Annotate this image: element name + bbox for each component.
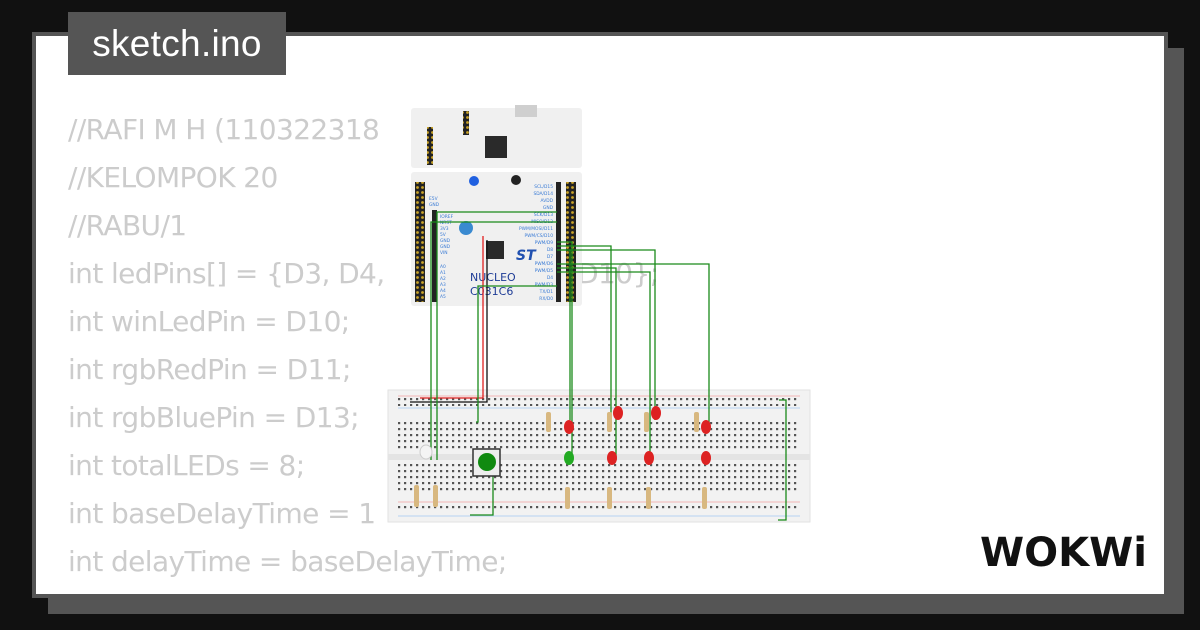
code-line: int rgbBluePin = D13; xyxy=(68,401,360,434)
user-button xyxy=(469,176,479,186)
code-line: //KELOMPOK 20 xyxy=(68,161,278,194)
code-line: //RAFI M H (110322318 xyxy=(68,113,380,146)
svg-text:IOREF: IOREF xyxy=(440,214,454,220)
svg-text:NUCLEO: NUCLEO xyxy=(470,271,516,284)
resistors xyxy=(414,412,707,509)
svg-text:3V3: 3V3 xyxy=(440,226,449,232)
code-preview: //RAFI M H (110322318 //KELOMPOK 20 //RABU… xyxy=(68,106,659,594)
svg-text:AVDD: AVDD xyxy=(541,198,554,204)
svg-text:PWM/CS/D10: PWM/CS/D10 xyxy=(524,233,553,239)
svg-text:SCK/D13: SCK/D13 xyxy=(534,212,553,218)
wires xyxy=(410,211,787,521)
svg-text:A3: A3 xyxy=(440,282,446,288)
svg-text:RX/D0: RX/D0 xyxy=(539,296,553,302)
card-shadow-bottom xyxy=(48,598,1184,614)
svg-text:A0: A0 xyxy=(440,264,446,270)
card-shadow-right xyxy=(1168,48,1184,614)
code-line: //RABU/1 xyxy=(68,209,187,242)
pushbutton xyxy=(472,448,501,477)
code-line: int winLedPin = D10; xyxy=(68,305,350,338)
svg-text:E5V: E5V xyxy=(429,196,438,202)
code-line: int totalLEDs = 8; xyxy=(68,449,305,482)
svg-text:C031C6: C031C6 xyxy=(470,285,513,298)
svg-text:A4: A4 xyxy=(440,288,446,294)
code-line: int baseDelayTime = 1 xyxy=(68,497,376,530)
svg-text:A2: A2 xyxy=(440,276,446,282)
svg-text:GND: GND xyxy=(543,205,554,211)
leds xyxy=(419,406,711,465)
wokwi-logo: WOKWi xyxy=(980,530,1147,576)
code-line: int rgbRedPin = D11; xyxy=(68,353,351,386)
svg-text:GND: GND xyxy=(429,202,440,208)
svg-text:WOKWi: WOKWi xyxy=(980,530,1147,576)
breadboard xyxy=(387,389,811,523)
svg-text:PWM/D6: PWM/D6 xyxy=(535,261,554,267)
svg-text:SDA/D14: SDA/D14 xyxy=(533,191,553,197)
svg-text:PWM/D9: PWM/D9 xyxy=(535,240,554,246)
svg-text:PWM/D5: PWM/D5 xyxy=(535,268,554,274)
code-line: int delayTime = baseDelayTime; xyxy=(68,545,507,578)
svg-text:SCL/D15: SCL/D15 xyxy=(534,184,553,190)
code-line: int fastDelayTime = 20 xyxy=(68,586,659,594)
svg-text:A5: A5 xyxy=(440,294,446,300)
svg-text:A1: A1 xyxy=(440,270,446,276)
file-tab[interactable]: sketch.ino xyxy=(68,12,286,75)
svg-text:GND: GND xyxy=(440,238,451,244)
svg-text:PWM/D3: PWM/D3 xyxy=(535,282,554,288)
svg-text:D8: D8 xyxy=(547,247,553,253)
svg-text:NRST: NRST xyxy=(440,220,452,226)
svg-text:GND: GND xyxy=(440,244,451,250)
svg-text:5V: 5V xyxy=(440,232,446,238)
svg-text:D7: D7 xyxy=(547,254,553,260)
svg-text:TX/D1: TX/D1 xyxy=(539,289,554,295)
reset-button xyxy=(511,175,521,185)
svg-text:VIN: VIN xyxy=(440,250,448,256)
svg-text:ST: ST xyxy=(516,248,537,264)
svg-text:PWM/MOSI/D11: PWM/MOSI/D11 xyxy=(519,226,553,232)
svg-text:D4: D4 xyxy=(547,275,553,281)
